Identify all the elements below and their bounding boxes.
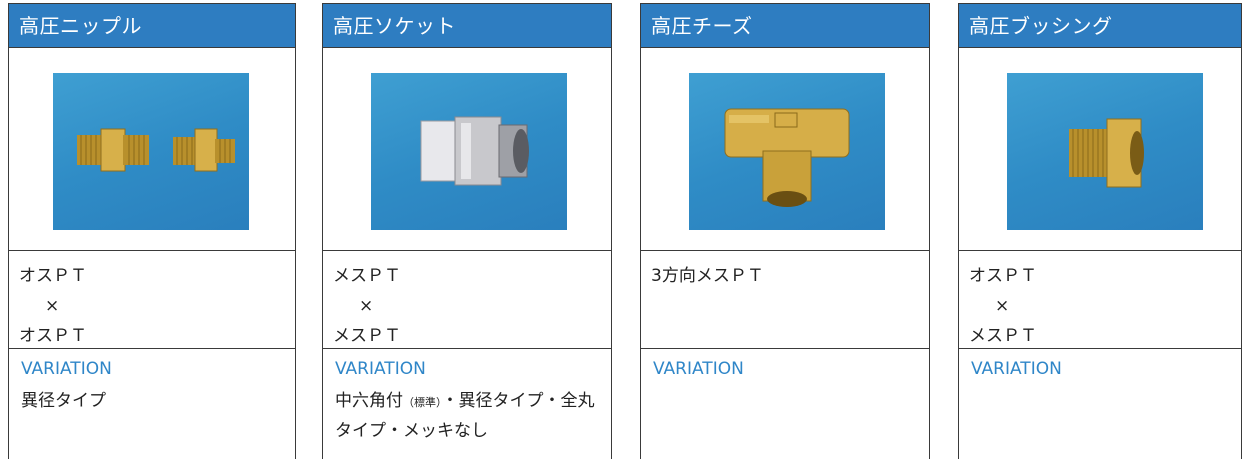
spec-description: メスＰＴ × メスＰＴ xyxy=(323,251,611,349)
variation-label: VARIATION xyxy=(653,359,744,379)
variation-text: 中六角付（標準）・異径タイプ・全丸タイプ・メッキなし xyxy=(323,377,605,445)
variation-label: VARIATION xyxy=(21,359,112,379)
spec-line: オスＰＴ xyxy=(19,326,87,346)
photo-area xyxy=(323,48,611,251)
spec-line: メスＰＴ xyxy=(333,326,401,346)
photo-area xyxy=(9,48,295,251)
brass-nipple-fittings-photo xyxy=(53,73,249,230)
spec-description: オスＰＴ × メスＰＴ xyxy=(959,251,1241,349)
spec-line: メスＰＴ xyxy=(333,266,401,286)
brass-bushing-fitting-photo xyxy=(1007,73,1203,230)
card-title: 高圧チーズ xyxy=(641,4,929,48)
product-card-nipple: 高圧ニップル xyxy=(8,3,296,459)
spec-times: × xyxy=(359,296,374,316)
product-card-bushing: 高圧ブッシング オスＰＴ × メスＰＴ VARIATION xyxy=(958,3,1242,459)
variation-label: VARIATION xyxy=(335,359,426,379)
card-title: 高圧ソケット xyxy=(323,4,611,48)
spec-description: オスＰＴ × オスＰＴ xyxy=(9,251,295,349)
spec-line: 3方向メスＰＴ xyxy=(651,266,764,286)
spec-times: × xyxy=(45,296,60,316)
card-title: 高圧ブッシング xyxy=(959,4,1241,48)
photo-area xyxy=(959,48,1241,251)
spec-line: オスＰＴ xyxy=(19,266,87,286)
product-card-tee: 高圧チーズ 3方向メスＰＴ VARIATION xyxy=(640,3,930,459)
variation-text: 異径タイプ xyxy=(21,391,106,411)
spec-description: 3方向メスＰＴ xyxy=(641,251,929,349)
card-title: 高圧ニップル xyxy=(9,4,295,48)
variation-text-b: ・異径タイプ・全丸タイプ・メッキなし xyxy=(335,391,595,441)
spec-times: × xyxy=(995,296,1010,316)
chrome-socket-fitting-photo xyxy=(371,73,567,230)
variation-text-a: 中六角付 xyxy=(335,391,403,411)
brass-tee-fitting-photo xyxy=(689,73,885,230)
spec-line: メスＰＴ xyxy=(969,326,1037,346)
variation-text-small: （標準） xyxy=(403,396,442,409)
product-card-socket: 高圧ソケット メスＰＴ × メスＰＴ VARIATION 中六角付（標準）・異径… xyxy=(322,3,612,459)
photo-area xyxy=(641,48,929,251)
variation-label: VARIATION xyxy=(971,359,1062,379)
spec-line: オスＰＴ xyxy=(969,266,1037,286)
